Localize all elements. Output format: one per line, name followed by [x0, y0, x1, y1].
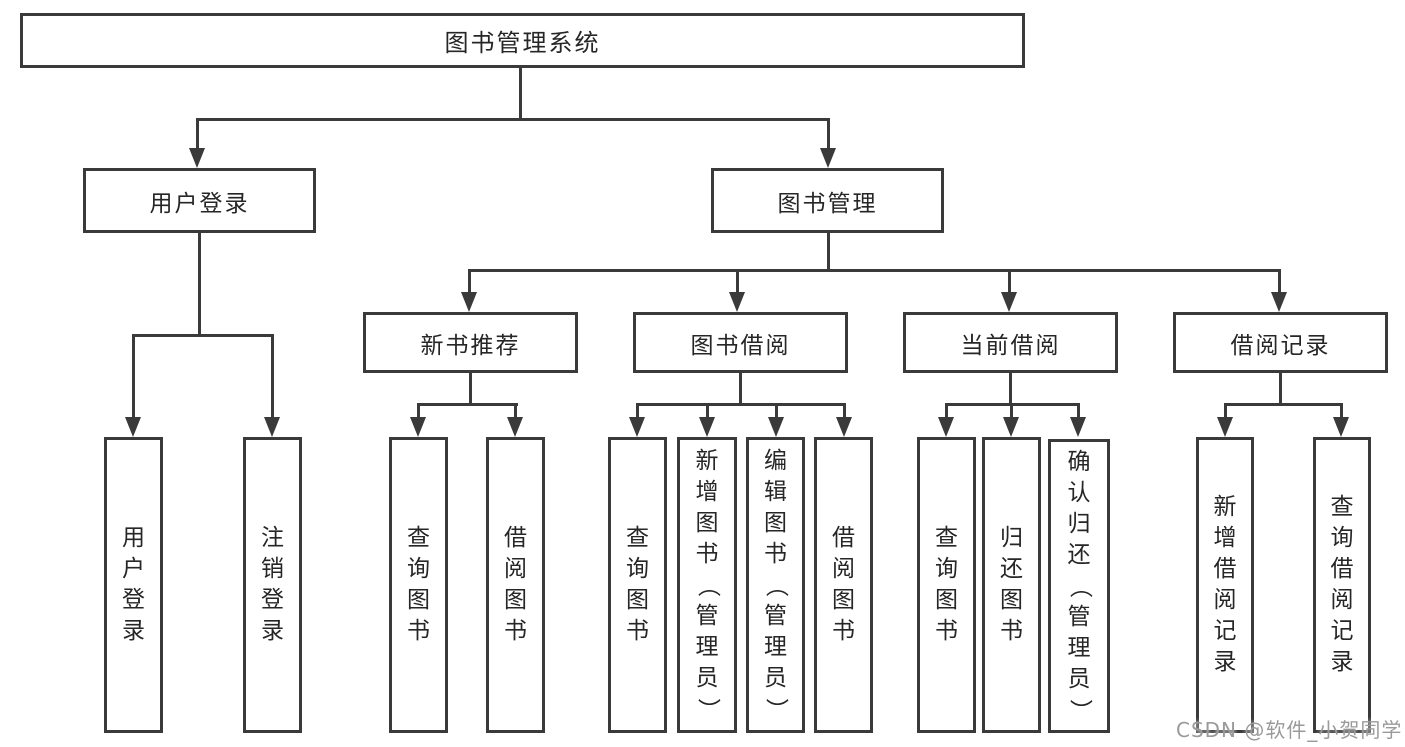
arrowhead-bb-query [629, 417, 645, 437]
arrowhead-ul-logout [264, 417, 280, 437]
leaf-bb-query-books-label: 查询图书 [626, 525, 649, 644]
leaf-bb-query-books: 查询图书 [608, 437, 667, 733]
arrowhead-ul-login [125, 417, 141, 437]
node-records-label: 借阅记录 [1230, 332, 1331, 359]
arrowhead-new-books [461, 292, 477, 312]
arrowhead-book-mgmt [820, 148, 836, 168]
node-current-label: 当前借阅 [960, 332, 1061, 359]
connector-drop-bb-borrow [843, 403, 846, 419]
arrowhead-cb-return [1003, 417, 1019, 437]
csdn-watermark: CSDN @软件_小贺同学 [1176, 718, 1403, 742]
node-new-books-label: 新书推荐 [420, 332, 521, 359]
arrowhead-cb-confirm [1070, 417, 1086, 437]
arrowhead-nb-borrow [507, 417, 523, 437]
connector-bm-stub [827, 233, 830, 271]
connector-ul-stub [198, 233, 201, 336]
leaf-cb-confirm-return-admin: 确认归还（管理员） [1048, 439, 1110, 733]
arrowhead-records [1271, 292, 1287, 312]
leaf-bb-add-books-admin-label: 新增图书（管理员） [694, 447, 721, 721]
connector-drop-records [1278, 269, 1281, 294]
connector-ul-rail [132, 334, 274, 337]
node-borrowing-label: 图书借阅 [690, 332, 791, 359]
node-root-label: 图书管理系统 [444, 29, 601, 57]
connector-br-stub [1279, 373, 1282, 405]
leaf-cb-return-books-label: 归还图书 [1000, 525, 1023, 644]
leaf-cb-query-books: 查询图书 [917, 437, 976, 733]
leaf-logout: 注销登录 [243, 437, 302, 733]
arrowhead-bb-add [699, 417, 715, 437]
arrowhead-br-add [1217, 417, 1233, 437]
node-root-library-system: 图书管理系统 [20, 13, 1025, 68]
node-book-mgmt-label: 图书管理 [777, 190, 878, 217]
leaf-bb-borrow-books-label: 借阅图书 [832, 525, 855, 644]
leaf-bb-edit-books-admin-label: 编辑图书（管理员） [763, 447, 789, 721]
leaf-br-query-record: 查询借阅记录 [1313, 437, 1371, 733]
leaf-cb-confirm-return-admin-label: 确认归还（管理员） [1066, 448, 1093, 722]
connector-nb-stub [469, 373, 472, 405]
arrowhead-user-login [189, 148, 205, 168]
arrowhead-current [1001, 292, 1017, 312]
connector-drop-cb-query [945, 403, 948, 419]
node-records: 借阅记录 [1173, 312, 1388, 373]
arrowhead-nb-query [410, 417, 426, 437]
node-borrowing: 图书借阅 [633, 312, 848, 373]
connector-root-rail [196, 118, 830, 121]
connector-drop-new-books [468, 269, 471, 294]
leaf-user-login: 用户登录 [104, 437, 163, 733]
node-new-books: 新书推荐 [363, 312, 578, 373]
connector-drop-br-query [1340, 403, 1343, 419]
node-book-mgmt: 图书管理 [711, 168, 944, 233]
leaf-user-login-label: 用户登录 [122, 525, 145, 644]
connector-drop-ul-login [132, 334, 135, 419]
leaf-cb-query-books-label: 查询图书 [935, 525, 958, 644]
connector-cb-stub [1009, 373, 1012, 405]
node-current: 当前借阅 [903, 312, 1118, 373]
connector-drop-current [1008, 269, 1011, 294]
connector-nb-rail [417, 403, 518, 406]
connector-bm-rail [468, 269, 1281, 272]
connector-drop-bb-edit [775, 403, 778, 419]
connector-drop-cb-return [1010, 403, 1013, 419]
connector-bb-rail [636, 403, 846, 406]
connector-drop-br-add [1224, 403, 1227, 419]
arrowhead-cb-query [938, 417, 954, 437]
leaf-nb-query-books-label: 查询图书 [407, 525, 430, 644]
arrowhead-bb-borrow [836, 417, 852, 437]
leaf-nb-borrow-books: 借阅图书 [486, 437, 545, 733]
leaf-br-query-record-label: 查询借阅记录 [1330, 494, 1354, 675]
connector-drop-bb-query [636, 403, 639, 419]
connector-drop-ul-logout [271, 334, 274, 419]
connector-drop-book-mgmt [827, 118, 830, 150]
leaf-bb-edit-books-admin: 编辑图书（管理员） [746, 437, 805, 733]
leaf-cb-return-books: 归还图书 [982, 437, 1041, 733]
node-user-login: 用户登录 [83, 168, 316, 233]
connector-drop-bb-add [706, 403, 709, 419]
connector-br-rail [1224, 403, 1343, 406]
leaf-br-add-record: 新增借阅记录 [1196, 437, 1254, 733]
leaf-nb-query-books: 查询图书 [389, 437, 448, 733]
connector-drop-nb-borrow [514, 403, 517, 419]
node-user-login-label: 用户登录 [149, 190, 250, 217]
leaf-logout-label: 注销登录 [261, 525, 284, 644]
leaf-br-add-record-label: 新增借阅记录 [1213, 494, 1237, 675]
arrowhead-br-query [1333, 417, 1349, 437]
connector-drop-borrowing [736, 269, 739, 294]
arrowhead-borrowing [729, 292, 745, 312]
connector-drop-user-login [196, 118, 199, 150]
leaf-bb-add-books-admin: 新增图书（管理员） [677, 437, 737, 733]
leaf-bb-borrow-books: 借阅图书 [814, 437, 873, 733]
connector-root-stub [519, 68, 522, 120]
leaf-nb-borrow-books-label: 借阅图书 [504, 525, 527, 644]
connector-drop-cb-confirm [1077, 403, 1080, 419]
arrowhead-bb-edit [768, 417, 784, 437]
connector-drop-nb-query [417, 403, 420, 419]
connector-bb-stub [739, 373, 742, 405]
